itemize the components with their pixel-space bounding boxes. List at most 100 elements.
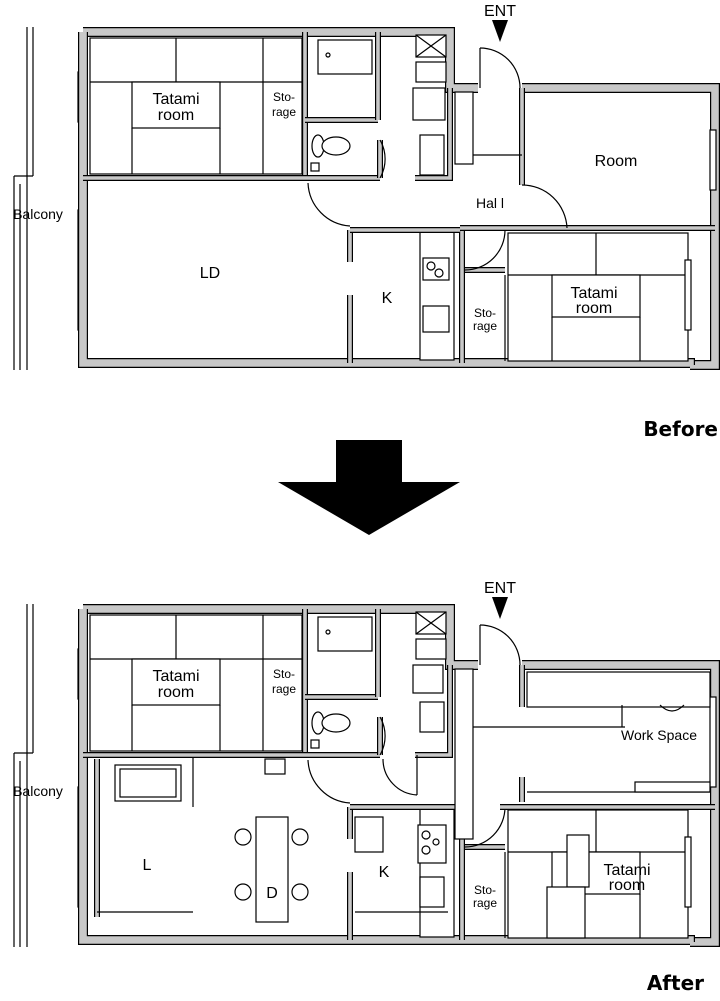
kitchen-label: K bbox=[382, 290, 393, 307]
drain-icon bbox=[325, 629, 331, 635]
burner-icon bbox=[421, 845, 431, 855]
plan-after bbox=[13, 597, 720, 947]
storage-2-label-2: rage bbox=[473, 896, 497, 910]
chair-icon bbox=[234, 828, 252, 846]
entrance-door-swing bbox=[479, 624, 521, 666]
drain-icon bbox=[325, 52, 331, 58]
entrance-arrow-icon bbox=[492, 597, 508, 619]
sink-icon bbox=[419, 701, 445, 733]
x-mark bbox=[415, 34, 447, 58]
wall bbox=[79, 609, 694, 944]
tatami-room-2-label: Tatami bbox=[603, 862, 650, 879]
tatami-room-2-label: Tatami bbox=[570, 285, 617, 302]
shelf bbox=[634, 781, 711, 793]
washer-icon bbox=[415, 638, 447, 660]
lamp-icon bbox=[264, 758, 286, 775]
door-swing bbox=[464, 806, 506, 848]
tatami-room-1-label: Tatami bbox=[152, 668, 199, 685]
tatami-mat bbox=[551, 274, 641, 318]
storage-2-label-2: rage bbox=[473, 319, 497, 333]
window bbox=[709, 696, 717, 788]
door-swing bbox=[307, 182, 351, 227]
sofa-seat bbox=[119, 768, 177, 798]
kitchen-sink-icon bbox=[419, 876, 445, 908]
bathtub-icon bbox=[317, 39, 373, 75]
entrance-label: ENT bbox=[484, 580, 516, 597]
kitchen-label: K bbox=[379, 864, 390, 881]
window bbox=[709, 129, 717, 191]
x-mark bbox=[415, 611, 447, 635]
burner-icon bbox=[434, 268, 444, 278]
door-swing bbox=[464, 229, 506, 271]
room-label: Room bbox=[595, 153, 638, 170]
kitchen-counter bbox=[419, 231, 455, 361]
chair-icon bbox=[291, 828, 309, 846]
stove-icon bbox=[417, 824, 447, 864]
living-label: L bbox=[143, 857, 152, 874]
shoe-cabinet bbox=[454, 91, 474, 165]
entrance-door-swing bbox=[479, 47, 521, 89]
fridge-icon bbox=[412, 664, 444, 694]
before-caption: Before bbox=[643, 417, 718, 441]
window bbox=[684, 836, 692, 908]
wall bbox=[79, 32, 694, 367]
wall bbox=[83, 28, 478, 92]
tatami-room-1-label-2: room bbox=[158, 684, 194, 701]
tatami-room-1-label: Tatami bbox=[152, 91, 199, 108]
storage-2-label: Sto- bbox=[474, 306, 496, 320]
burner-icon bbox=[432, 838, 440, 846]
stove-icon bbox=[422, 257, 450, 281]
chair-icon bbox=[234, 883, 252, 901]
chair-icon bbox=[291, 883, 309, 901]
kitchen-sink-icon bbox=[422, 305, 450, 333]
door-swing bbox=[379, 716, 386, 756]
burner-icon bbox=[426, 261, 436, 271]
shelf-icon bbox=[566, 834, 590, 888]
work-space-label: Work Space bbox=[621, 727, 697, 743]
wall bbox=[522, 661, 719, 946]
bathtub-icon bbox=[317, 616, 373, 652]
tatami-room-1-label-2: room bbox=[158, 107, 194, 124]
work-desk bbox=[526, 671, 711, 708]
storage-1-label-2: rage bbox=[272, 105, 296, 119]
balcony-label: Balcony bbox=[13, 783, 63, 799]
door-swing bbox=[379, 139, 386, 179]
sink-icon bbox=[419, 134, 445, 176]
toilet-bowl-icon bbox=[321, 713, 351, 733]
storage-1-label-2: rage bbox=[272, 682, 296, 696]
cabinet-icon bbox=[354, 816, 384, 853]
tatami-room-2-label-2: room bbox=[576, 300, 612, 317]
toilet-bowl-icon bbox=[321, 136, 351, 156]
wall bbox=[415, 665, 452, 757]
entrance-arrow-icon bbox=[492, 20, 508, 42]
tatami-room-2-label-2: room bbox=[609, 877, 645, 894]
tatami-mat bbox=[131, 81, 221, 129]
ld-label: LD bbox=[200, 265, 220, 282]
storage-1-label: Sto- bbox=[273, 667, 295, 681]
cabinet-icon bbox=[546, 886, 586, 939]
wall bbox=[83, 605, 478, 669]
dining-label: D bbox=[266, 885, 278, 902]
chair-icon bbox=[659, 704, 685, 712]
tatami-mat bbox=[131, 658, 221, 706]
hall-label: Hal l bbox=[476, 195, 504, 211]
door-swing bbox=[382, 758, 418, 796]
before-labels: ENT Balcony Tatami room Sto- rage Room H… bbox=[13, 3, 718, 441]
burner-icon bbox=[421, 830, 431, 840]
vent-icon bbox=[310, 739, 320, 749]
dining-table-icon bbox=[255, 816, 289, 923]
wall bbox=[415, 88, 452, 180]
window bbox=[684, 259, 692, 331]
door-swing bbox=[307, 759, 351, 804]
plan-before bbox=[13, 20, 720, 370]
vent-icon bbox=[310, 162, 320, 172]
after-labels: ENT Balcony Tatami room Sto- rage Work S… bbox=[13, 580, 704, 995]
balcony-label: Balcony bbox=[13, 206, 63, 222]
after-caption: After bbox=[647, 971, 704, 995]
entrance-label: ENT bbox=[484, 3, 516, 20]
storage-2-label: Sto- bbox=[474, 883, 496, 897]
washer-icon bbox=[412, 87, 446, 121]
washer-icon bbox=[415, 61, 447, 83]
down-arrow-icon bbox=[278, 440, 460, 535]
